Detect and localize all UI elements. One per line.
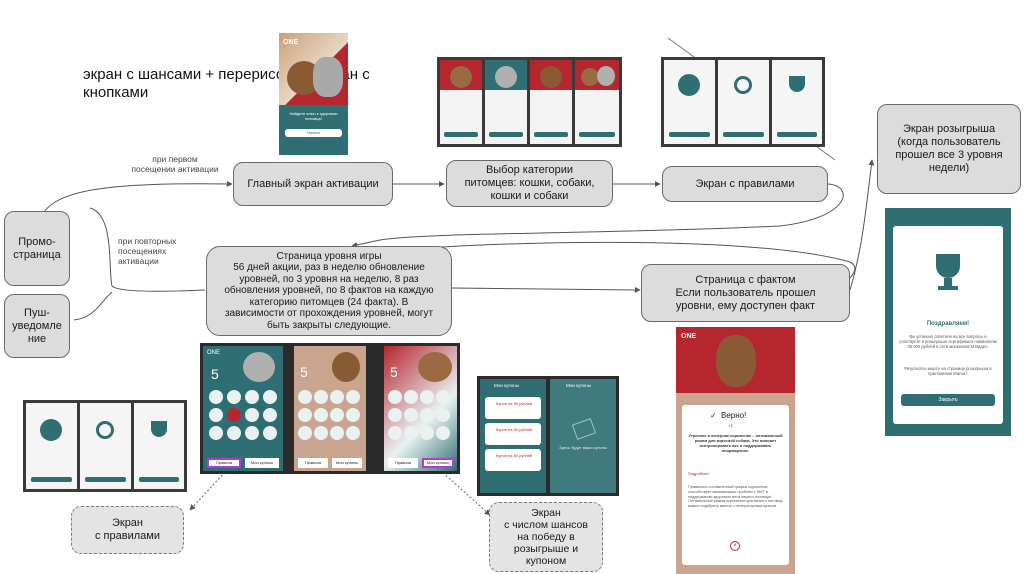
thumbnail-draw-screen: Поздравляем! Вы успешно ответили на все …	[885, 208, 1011, 436]
edge-thumb-rules-bottom	[189, 471, 226, 511]
trophy-icon	[936, 254, 960, 278]
thumbnail-coupons: Мои купоны Купон на 30 рублей Купон на 3…	[477, 376, 619, 496]
node-level-page: Страница уровня игры 56 дней акции, раз …	[206, 246, 452, 336]
thumbnail-rules-bottom	[23, 400, 187, 492]
thumbnail-category-select	[437, 57, 622, 147]
fact-points: +1	[728, 423, 734, 428]
close-button[interactable]: Закрыть	[901, 394, 995, 406]
level-number: 5	[300, 364, 308, 380]
node-promo-page: Промо- страница	[4, 211, 70, 286]
node-push-notification: Пуш- уведомле ние	[4, 294, 70, 358]
coupons-button[interactable]: Мои купоны	[332, 458, 362, 468]
congrats-body: Вы успешно ответили на все вопросы и уча…	[899, 334, 997, 350]
thumbnail-rules-top	[661, 57, 825, 147]
fact-detail: Правильно составленный график кормления …	[688, 485, 783, 509]
coupon-item: Купон на 50 рублей	[496, 453, 533, 458]
fact-body: Утренние и вечерние кормление – оптималь…	[688, 433, 783, 453]
edge-label-repeat-visit: при повторных посещениях активации	[118, 236, 177, 266]
coupon-item: Купон на 30 рублей	[496, 427, 533, 432]
main-caption: Найдите ключ к здоровью питомца!	[289, 111, 338, 121]
node-rules-bottom: Экран с правилами	[71, 506, 184, 554]
node-main-activation: Главный экран активации	[233, 162, 393, 206]
level-brand: ONE	[207, 350, 221, 356]
rules-button[interactable]: Правила	[298, 458, 328, 468]
edge-rules-level	[351, 183, 844, 248]
node-promo-page-text: Промо- страница	[13, 235, 61, 261]
node-category-select-text: Выбор категории питомцев: кошки, собаки,…	[464, 164, 595, 202]
results-note: Результаты ищите на странице розыгрыша в…	[904, 366, 992, 377]
edge-promo-level	[89, 207, 206, 292]
node-draw-screen-text: Экран розыгрыша (когда пользователь прош…	[895, 123, 1003, 174]
brand-logo: ONE	[283, 39, 299, 46]
node-chances-screen: Экран с числом шансов на победу в розыгр…	[489, 502, 603, 572]
edge-promo-main	[43, 180, 233, 213]
level-number: 5	[390, 364, 398, 380]
coupon-item: Купон на 30 рублей	[496, 401, 533, 406]
rules-button[interactable]: Правила	[388, 458, 418, 468]
cat-photo	[313, 57, 343, 97]
node-rules-top: Экран с правилами	[662, 166, 828, 202]
node-level-page-text: Страница уровня игры 56 дней акции, раз …	[224, 250, 434, 331]
coupons-title: Мои купоны	[494, 383, 519, 388]
ticket-icon	[571, 418, 597, 440]
node-chances-screen-text: Экран с числом шансов на победу в розыгр…	[504, 507, 588, 567]
edge-thumb-chances	[439, 469, 491, 516]
level-number: 5	[211, 366, 219, 382]
congrats-title: Поздравляем!	[926, 321, 970, 327]
coupons-empty-text: Здесь будут ваши купоны	[559, 445, 607, 450]
edge-level-fact-curve	[399, 241, 856, 279]
edge-level-fact	[451, 286, 641, 293]
thumbnail-level-pages: ONE 5 Правила Мои купоны 5 Правила Мои к…	[200, 343, 460, 474]
edge-fact-draw	[849, 159, 875, 291]
fact-title: Верно!	[721, 411, 747, 420]
node-category-select: Выбор категории питомцев: кошки, собаки,…	[446, 160, 613, 207]
node-push-notification-text: Пуш- уведомле ние	[12, 306, 62, 345]
node-rules-top-text: Экран с правилами	[695, 177, 795, 190]
node-fact-page-text: Страница с фактом Если пользователь прош…	[675, 273, 816, 312]
fact-brand-logo: ONE	[681, 333, 697, 340]
coupons-button[interactable]: Мои купоны	[422, 458, 454, 468]
node-draw-screen: Экран розыгрыша (когда пользователь прош…	[877, 104, 1021, 194]
main-start-button: Начать	[285, 129, 342, 137]
edge-label-first-visit: при первом посещении активации	[131, 154, 219, 174]
edge-push-level	[73, 291, 113, 321]
dog-photo	[716, 335, 756, 387]
thumbnail-fact-page: ONE ✓ Верно! +1 Утренние и вечерние корм…	[676, 327, 795, 574]
coupons-title: Мои купоны	[566, 383, 591, 388]
fact-more-label: Подробнее:	[688, 471, 710, 476]
check-icon: ✓	[710, 411, 717, 420]
close-icon[interactable]: ×	[730, 541, 740, 551]
node-fact-page: Страница с фактом Если пользователь прош…	[641, 264, 850, 322]
node-rules-bottom-text: Экран с правилами	[95, 517, 160, 542]
coupons-button[interactable]: Мои купоны	[245, 458, 279, 468]
node-main-activation-text: Главный экран активации	[247, 177, 379, 190]
rules-button[interactable]: Правила	[207, 458, 241, 468]
thumbnail-main-activation: ONE Найдите ключ к здоровью питомца! Нач…	[279, 33, 348, 155]
